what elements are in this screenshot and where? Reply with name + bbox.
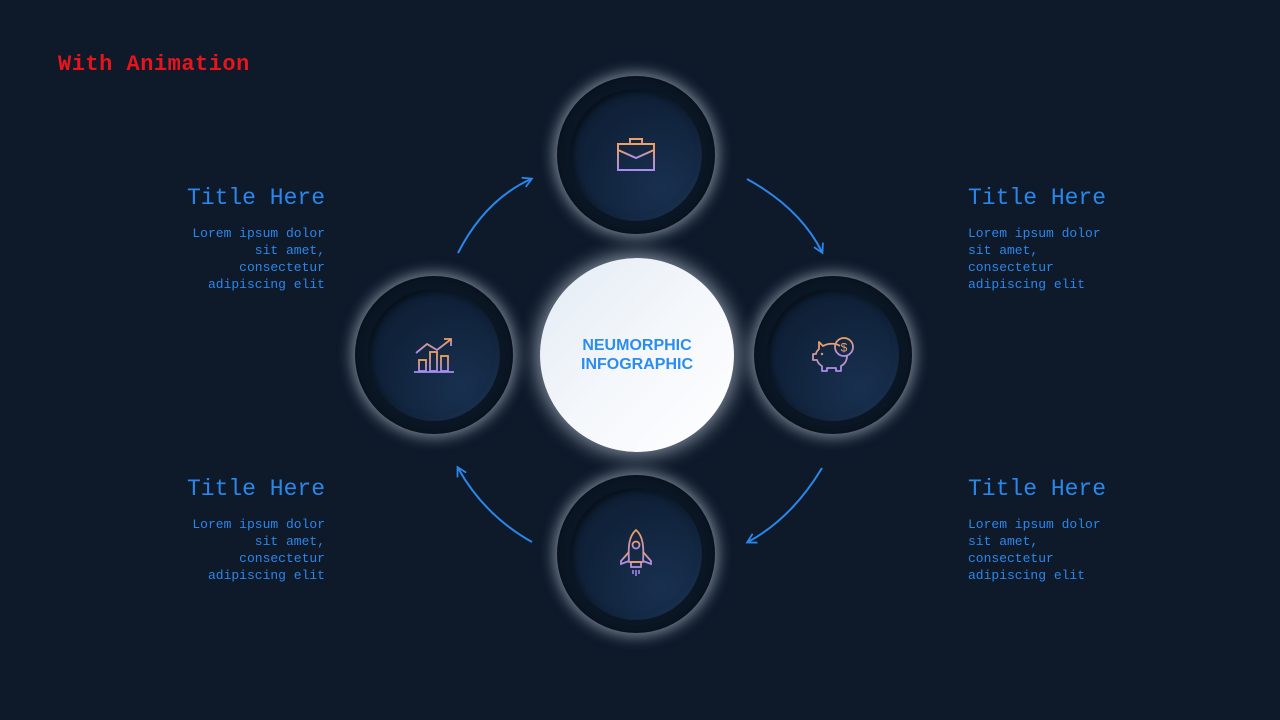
info-block-top-right: Title Here Lorem ipsum dolor sit amet, c…	[968, 185, 1148, 293]
block-title: Title Here	[968, 476, 1107, 502]
info-block-top-left: Title Here Lorem ipsum dolor sit amet, c…	[145, 185, 325, 293]
bar-chart-growth-icon	[414, 338, 454, 373]
arrow-top-to-right	[746, 178, 824, 255]
piggy-bank-icon: $	[812, 337, 854, 372]
arrow-right-to-bottom	[745, 467, 823, 544]
node-bottom-inner	[570, 488, 702, 620]
block-body: Lorem ipsum dolor sit amet, consectetur …	[192, 226, 325, 292]
node-left[interactable]	[355, 276, 513, 434]
block-body: Lorem ipsum dolor sit amet, consectetur …	[968, 517, 1101, 583]
center-hub: NEUMORPHIC INFOGRAPHIC	[540, 258, 734, 452]
block-title: Title Here	[186, 185, 325, 211]
node-right-inner	[767, 289, 899, 421]
center-title-line1: NEUMORPHIC	[582, 337, 692, 354]
svg-text:$: $	[841, 341, 848, 355]
briefcase-icon	[617, 138, 655, 171]
arrow-left-to-top	[457, 176, 534, 254]
node-right[interactable]: $	[754, 276, 912, 434]
block-title: Title Here	[186, 476, 325, 502]
node-left-inner	[368, 289, 500, 421]
block-body: Lorem ipsum dolor sit amet, consectetur …	[192, 517, 325, 583]
block-title: Title Here	[968, 185, 1107, 211]
arrow-bottom-to-left	[456, 465, 533, 543]
node-top[interactable]	[557, 76, 715, 234]
block-body: Lorem ipsum dolor sit amet, consectetur …	[968, 226, 1101, 292]
node-bottom[interactable]	[557, 475, 715, 633]
info-block-bottom-right: Title Here Lorem ipsum dolor sit amet, c…	[968, 476, 1148, 584]
rocket-icon	[620, 528, 652, 576]
animation-tag: With Animation	[58, 52, 250, 77]
info-block-bottom-left: Title Here Lorem ipsum dolor sit amet, c…	[145, 476, 325, 584]
center-title-line2: INFOGRAPHIC	[581, 356, 693, 373]
